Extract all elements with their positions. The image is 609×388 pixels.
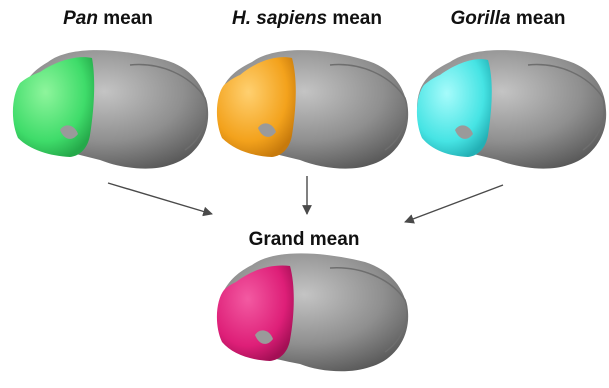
gorilla-articular-surface: [417, 59, 492, 157]
pan-to-grand-arrow: [108, 183, 212, 214]
grand-articular-surface: [217, 266, 294, 361]
grand-mean-bone: [217, 253, 408, 371]
gorilla-to-grand-arrow: [405, 185, 503, 222]
sapiens-articular-surface: [217, 57, 296, 157]
pan-mean-bone: [13, 50, 208, 168]
pan-articular-surface: [13, 57, 94, 157]
gorilla-mean-bone: [417, 50, 606, 168]
sapiens-mean-bone: [217, 50, 408, 168]
